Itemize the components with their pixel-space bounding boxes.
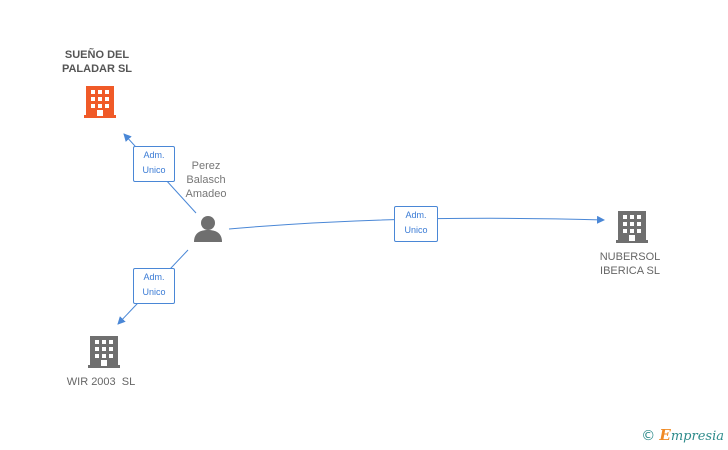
edge-label-nubersol-line1: Adm.	[405, 210, 427, 220]
building-icon-wir[interactable]	[88, 336, 120, 368]
nubersol-name-line2: IBERICA SL	[600, 265, 660, 277]
person-icon[interactable]	[194, 216, 222, 242]
main-company-label[interactable]: SUEÑO DEL PALADAR SL	[48, 48, 146, 76]
main-company-name-line2: PALADAR SL	[61, 63, 133, 75]
person-name-line2: Balasch	[186, 174, 226, 186]
edge-label-wir-line1: Adm.	[143, 272, 165, 282]
edge-label-sueno-line2: Unico	[142, 165, 166, 175]
wir-label[interactable]: WIR 2003 SL	[56, 375, 146, 389]
building-icon-nubersol[interactable]	[616, 211, 648, 243]
main-company-name-line1: SUEÑO DEL	[64, 49, 130, 61]
empresia-logo-text: mpresia	[670, 429, 724, 444]
edge-label-sueno: Adm. Unico	[133, 146, 175, 182]
building-icon-main-company[interactable]	[84, 86, 116, 118]
edge-label-nubersol: Adm. Unico	[394, 206, 438, 242]
copyright-symbol: ©	[641, 428, 656, 444]
nubersol-name-line1: NUBERSOL	[599, 251, 661, 263]
edge-label-wir-line2: Unico	[142, 287, 166, 297]
edge-label-nubersol-line2: Unico	[404, 225, 428, 235]
person-name-line1: Perez	[191, 160, 221, 172]
empresia-logo-initial: E	[659, 426, 671, 444]
person-name-line3: Amadeo	[185, 188, 227, 200]
edge-label-sueno-line1: Adm.	[143, 150, 165, 160]
edge-label-wir: Adm. Unico	[133, 268, 175, 304]
nubersol-label[interactable]: NUBERSOL IBERICA SL	[592, 250, 668, 278]
wir-name: WIR 2003 SL	[66, 376, 136, 388]
empresia-watermark: © Empresia	[641, 426, 724, 444]
person-label[interactable]: Perez Balasch Amadeo	[176, 159, 236, 201]
